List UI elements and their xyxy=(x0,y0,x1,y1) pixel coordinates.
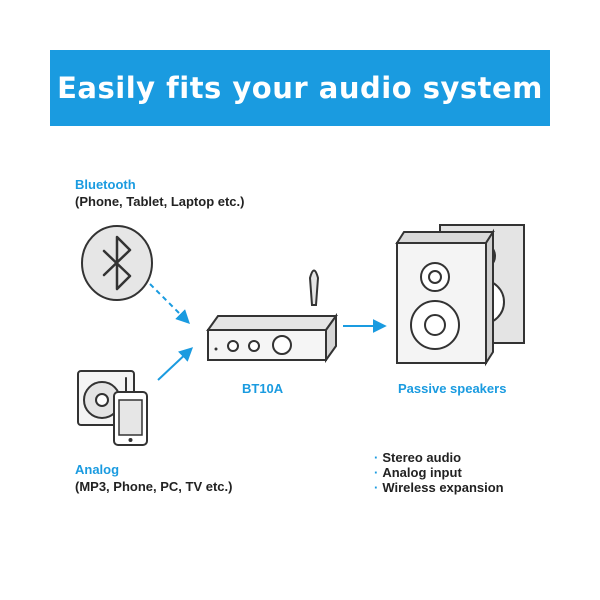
bluetooth-arrow xyxy=(150,284,188,322)
speaker-icon xyxy=(397,232,493,363)
amplifier-icon xyxy=(208,271,336,361)
analog-arrow xyxy=(158,349,191,380)
bluetooth-icon xyxy=(82,226,152,300)
phone-icon xyxy=(114,392,147,445)
